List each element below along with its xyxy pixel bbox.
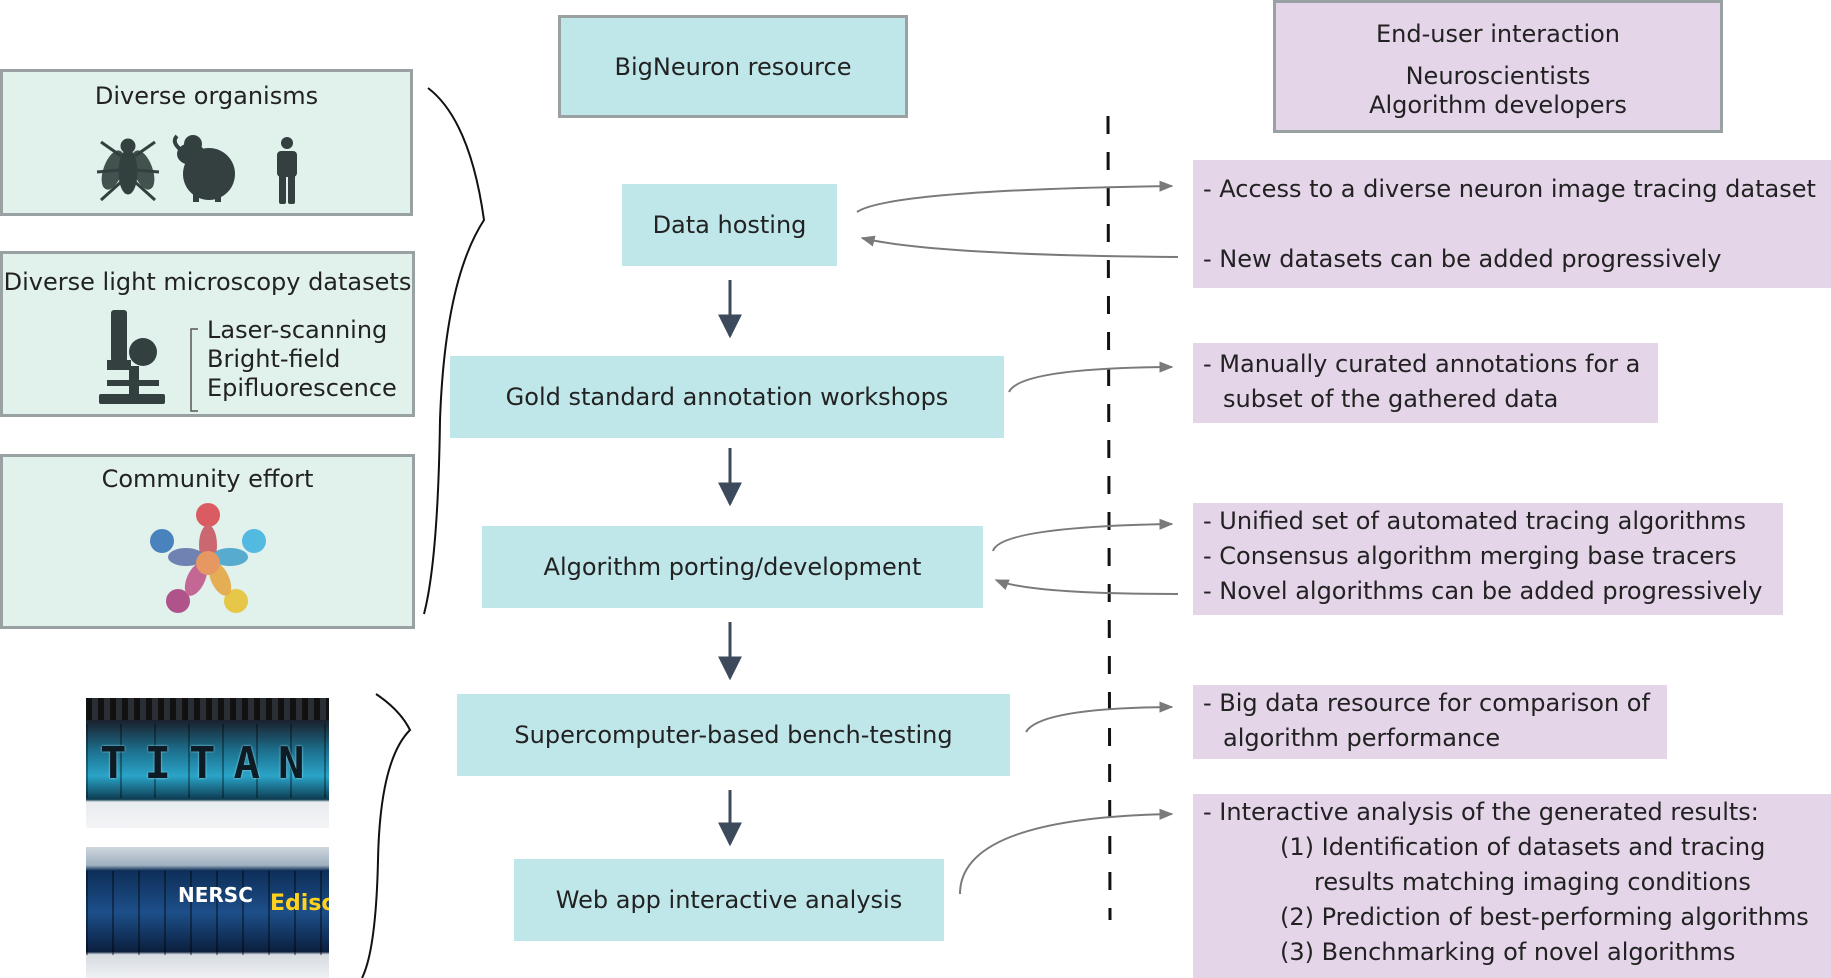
algorithms-output-box: - Unified set of automated tracing algor… bbox=[1193, 503, 1783, 615]
mouse-icon bbox=[172, 134, 235, 202]
end-user-title: End-user interaction bbox=[1375, 20, 1621, 48]
bench-output-box: - Big data resource for comparison of al… bbox=[1193, 685, 1667, 759]
arrow-to-big-data bbox=[1025, 701, 1174, 733]
web-app-box: Web app interactive analysis bbox=[514, 859, 944, 941]
arrow-to-unified-set bbox=[992, 518, 1174, 552]
algorithm-porting-box: Algorithm porting/development bbox=[482, 526, 983, 608]
output-unified-set: - Unified set of automated tracing algor… bbox=[1203, 507, 1746, 535]
titan-supercomputer-image: TITAN bbox=[86, 698, 329, 828]
output-access-dataset: - Access to a diverse neuron image traci… bbox=[1203, 175, 1816, 203]
bigneuron-resource-box: BigNeuron resource bbox=[558, 15, 908, 118]
gold-standard-box: Gold standard annotation workshops bbox=[450, 356, 1004, 438]
left-brace-lower bbox=[361, 693, 412, 978]
diverse-organisms-box: Diverse organisms bbox=[0, 69, 413, 216]
end-user-neuroscientists: Neuroscientists bbox=[1405, 62, 1591, 90]
output-big-data-resource: - Big data resource for comparison of bbox=[1203, 689, 1650, 717]
data-hosting-box: Data hosting bbox=[622, 184, 837, 266]
output-curated-annotations: - Manually curated annotations for a bbox=[1203, 350, 1641, 378]
output-interactive-analysis: - Interactive analysis of the generated … bbox=[1203, 798, 1759, 826]
output-consensus-algorithm: - Consensus algorithm merging base trace… bbox=[1203, 542, 1737, 570]
community-effort-box: Community effort bbox=[0, 454, 415, 629]
divider-dashed-line bbox=[1106, 115, 1112, 921]
output-curated-subset: subset of the gathered data bbox=[1223, 385, 1559, 413]
light-microscopy-box: Diverse light microscopy datasets Laser-… bbox=[0, 251, 415, 417]
diverse-organisms-title: Diverse organisms bbox=[94, 82, 319, 110]
nersc-supercomputer-image: NERSC Edison bbox=[86, 847, 329, 978]
microscopy-epifluorescence: Epifluorescence bbox=[207, 374, 397, 402]
output-novel-algorithms: - Novel algorithms can be added progress… bbox=[1203, 577, 1763, 605]
output-algorithm-performance: algorithm performance bbox=[1223, 724, 1501, 752]
nersc-label: NERSC bbox=[178, 883, 253, 907]
community-logo-icon bbox=[150, 503, 266, 613]
human-icon bbox=[277, 137, 297, 204]
output-prediction: (2) Prediction of best-performing algori… bbox=[1280, 903, 1809, 931]
fly-icon bbox=[96, 138, 160, 202]
algorithm-porting-label: Algorithm porting/development bbox=[543, 553, 922, 581]
supercomputer-bench-label: Supercomputer-based bench-testing bbox=[514, 721, 953, 749]
end-user-algorithm-developers: Algorithm developers bbox=[1369, 91, 1627, 119]
edison-label: Edison bbox=[270, 891, 329, 916]
microscopy-bracket-icon bbox=[190, 328, 198, 412]
end-user-interaction-box: End-user interaction Neuroscientists Alg… bbox=[1273, 0, 1723, 133]
titan-label: TITAN bbox=[100, 738, 323, 789]
light-microscopy-title: Diverse light microscopy datasets bbox=[3, 268, 412, 296]
arrow-to-access-dataset bbox=[856, 180, 1174, 213]
gold-standard-output-box: - Manually curated annotations for a sub… bbox=[1193, 343, 1658, 423]
arrow-to-interactive-analysis bbox=[959, 808, 1174, 895]
webapp-output-box: - Interactive analysis of the generated … bbox=[1193, 794, 1831, 978]
output-matching-conditions: results matching imaging conditions bbox=[1314, 868, 1751, 896]
community-effort-title: Community effort bbox=[101, 465, 314, 493]
microscopy-bright-field: Bright-field bbox=[207, 345, 341, 373]
left-brace-upper bbox=[423, 87, 486, 615]
web-app-label: Web app interactive analysis bbox=[555, 886, 903, 914]
output-benchmarking: (3) Benchmarking of novel algorithms bbox=[1280, 938, 1736, 966]
arrow-to-curated bbox=[1008, 361, 1174, 393]
microscopy-types: Laser-scanning Bright-field Epifluoresce… bbox=[207, 316, 397, 403]
output-identification: (1) Identification of datasets and traci… bbox=[1280, 833, 1766, 861]
microscope-icon bbox=[99, 310, 165, 404]
supercomputer-bench-box: Supercomputer-based bench-testing bbox=[457, 694, 1010, 776]
arrow-from-new-datasets bbox=[860, 235, 1179, 258]
bigneuron-resource-title: BigNeuron resource bbox=[614, 52, 852, 81]
data-hosting-label: Data hosting bbox=[652, 211, 807, 239]
microscopy-laser-scanning: Laser-scanning bbox=[207, 316, 388, 344]
arrow-from-novel-algorithms bbox=[994, 579, 1179, 595]
gold-standard-label: Gold standard annotation workshops bbox=[505, 383, 949, 411]
data-hosting-output-box: - Access to a diverse neuron image traci… bbox=[1193, 160, 1831, 288]
output-new-datasets: - New datasets can be added progressivel… bbox=[1203, 245, 1722, 273]
